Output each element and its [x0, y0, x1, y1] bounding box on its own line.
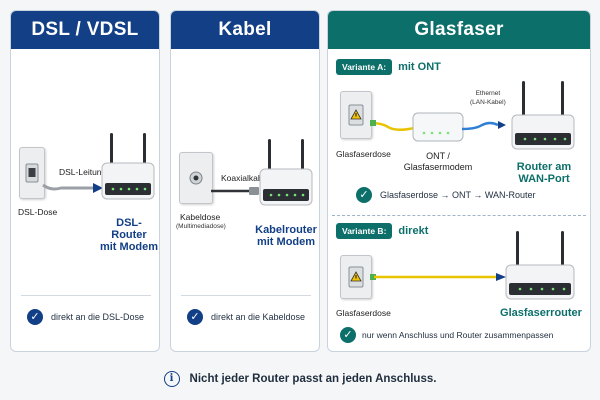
ont-modem-icon	[412, 112, 464, 142]
fiber-cable-a	[370, 120, 415, 131]
dsl-cable-label: DSL-Leitung	[59, 167, 107, 177]
variant-b-badge: Variante B:	[336, 223, 393, 239]
ethernet-label-line1: Ethernet	[475, 90, 501, 97]
wan-router-label-line1: Router am	[516, 161, 572, 173]
variant-b-header: Variante B: direkt	[336, 223, 428, 239]
fiber-wall-socket-b	[340, 255, 372, 299]
dsl-divider	[21, 295, 151, 296]
kabel-wall-sublabel: (Multimediadose)	[176, 223, 226, 230]
panel-glasfaser-title: Glasfaser	[328, 11, 590, 49]
kabel-router-icon	[259, 139, 313, 206]
variant-a-header: Variante A: mit ONT	[336, 59, 441, 75]
fiber-router-label: Glasfaserrouter	[500, 307, 582, 319]
check-icon: ✓	[27, 309, 43, 325]
variant-b-title: direkt	[398, 225, 429, 237]
wan-router-label-line2: WAN-Port	[518, 173, 570, 185]
variant-b-check-text: nur wenn Anschluss und Router zusammenpa…	[362, 330, 554, 340]
variant-divider	[332, 215, 586, 216]
fiber-router-icon	[505, 231, 575, 300]
panel-dsl-title: DSL / VDSL	[11, 11, 159, 49]
variant-a-check-text: Glasfaserdose → ONT → WAN-Router	[380, 190, 536, 200]
fiber-wall-label-a: Glasfaserdose	[336, 149, 391, 159]
info-icon: i	[163, 371, 180, 387]
fiber-wall-socket-a	[340, 91, 372, 139]
wan-router-label: Router am WAN-Port	[512, 161, 576, 185]
kabel-check-text: direkt an die Kabeldose	[211, 312, 306, 322]
dsl-cable	[42, 183, 103, 193]
fiber-port-icon	[348, 266, 364, 288]
coax-cable	[211, 187, 259, 195]
ont-label-line2: Glasfasermodem	[403, 162, 473, 172]
kabel-divider	[181, 295, 311, 296]
kabel-wall-socket	[179, 152, 213, 204]
dsl-router-label-line1: DSL-Router	[111, 217, 147, 241]
ethernet-label-line2: (LAN-Kabel)	[470, 99, 506, 106]
variant-a-badge: Variante A:	[336, 59, 393, 75]
kabel-cable-label: Koaxialkabel	[221, 173, 270, 183]
panel-kabel-title: Kabel	[171, 11, 319, 49]
kabel-router-label-line2: mit Modem	[256, 236, 316, 248]
ont-label-line1: ONT /	[426, 151, 450, 161]
coax-port-icon	[189, 171, 203, 185]
fiber-port-icon	[348, 104, 364, 126]
dsl-wall-label: DSL-Dose	[18, 207, 58, 217]
dsl-wall-socket	[19, 147, 45, 199]
kabel-router-label-line1: Kabelrouter	[255, 224, 317, 236]
variant-a-title: mit ONT	[398, 61, 441, 73]
dsl-router-label-line2: mit Modem	[99, 241, 159, 253]
rj-port-icon	[25, 163, 39, 183]
check-icon: ✓	[187, 309, 203, 325]
dsl-router-label: DSL-Router mit Modem	[99, 217, 159, 253]
ont-label: ONT / Glasfasermodem	[402, 151, 474, 173]
panel-glasfaser: Glasfaser Variante A: mit ONT Glasfaserd…	[327, 10, 591, 352]
kabel-wall-label: Kabeldose	[180, 212, 221, 222]
footer-note: i Nicht jeder Router passt an jeden Ansc…	[0, 366, 600, 392]
panel-kabel: Kabel Koaxialkabel Kabeldose (Multimedia…	[170, 10, 320, 352]
panel-dsl: DSL / VDSL DSL-Leitung DSL-Dose DSL-Rout…	[10, 10, 160, 352]
lan-cable	[462, 121, 506, 131]
kabel-router-label: Kabelrouter mit Modem	[254, 224, 318, 248]
fiber-wall-label-b: Glasfaserdose	[336, 308, 391, 318]
dsl-check-text: direkt an die DSL-Dose	[51, 312, 145, 322]
dsl-router-icon	[101, 133, 155, 200]
check-icon: ✓	[356, 187, 372, 203]
wan-router-icon	[511, 81, 575, 150]
footer-text: Nicht jeder Router passt an jeden Anschl…	[189, 373, 437, 385]
ethernet-label: Ethernet (LAN-Kabel)	[470, 89, 506, 107]
check-icon: ✓	[340, 327, 356, 343]
fiber-cable-b	[370, 273, 506, 281]
